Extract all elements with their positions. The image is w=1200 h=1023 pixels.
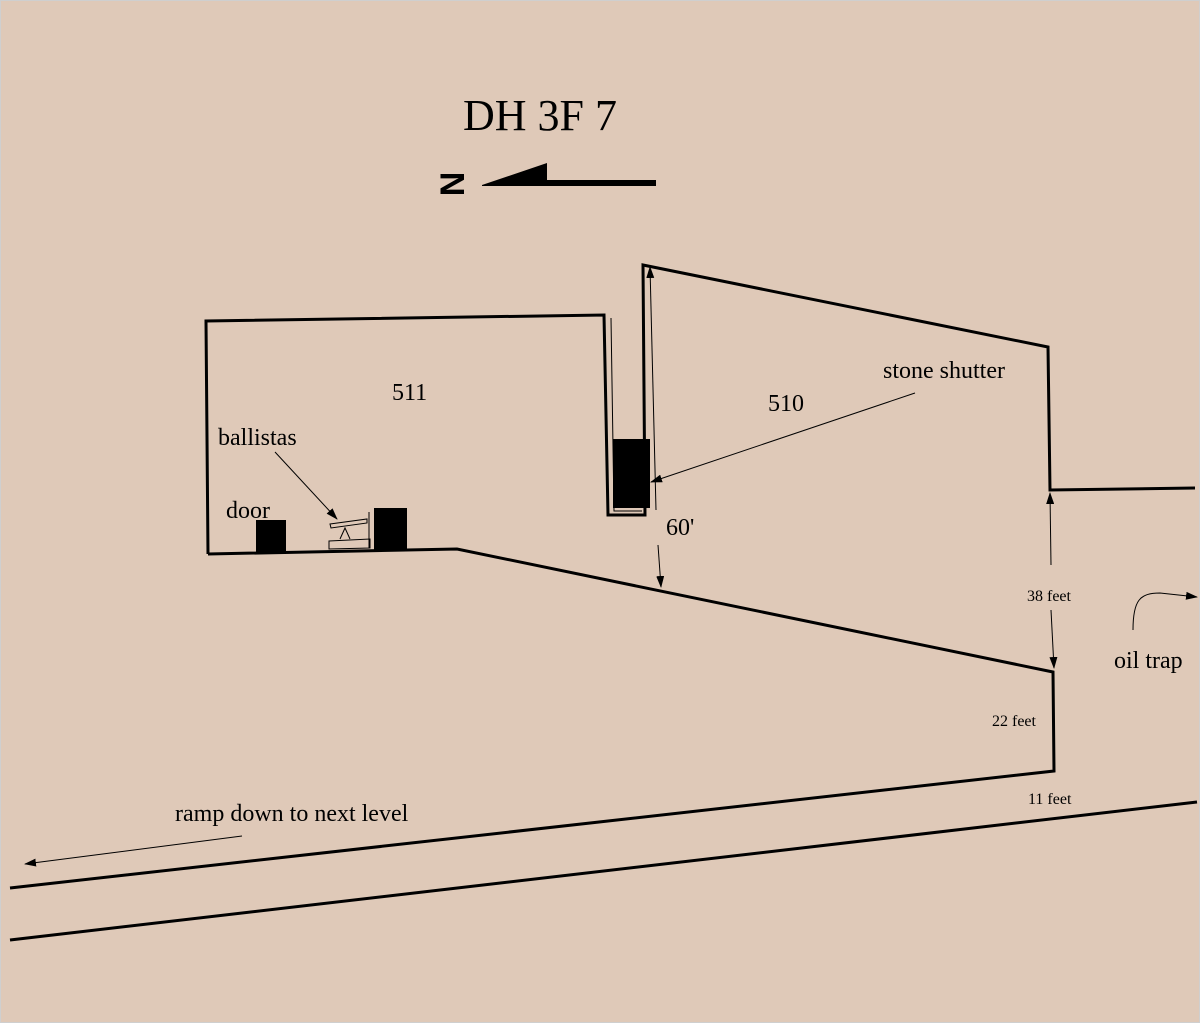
ballistas-label: ballistas <box>218 425 297 451</box>
ballista-icon <box>328 512 371 550</box>
room-511-wall <box>204 263 1196 555</box>
height-60-arrow-down <box>656 544 665 588</box>
stone-shutter-pointer-arrow <box>650 392 916 483</box>
north-arrow-icon: N <box>434 163 656 196</box>
map-title: DH 3F 7 <box>463 91 617 140</box>
feet-38-arrow-down <box>1049 609 1058 669</box>
north-letter: N <box>434 172 472 197</box>
feet-38-label: 38 feet <box>1027 588 1072 605</box>
ramp-label: ramp down to next level <box>175 801 409 827</box>
height-60-label: 60' <box>666 515 694 541</box>
feet-38-arrow-up <box>1046 492 1055 566</box>
shutter-niche-inner <box>610 317 642 512</box>
door-label: door <box>226 498 270 524</box>
height-60-arrow-up <box>646 266 657 511</box>
oil-trap-label: oil trap <box>1114 648 1183 674</box>
oil-trap-arrow <box>1132 591 1198 631</box>
room-511-label: 511 <box>392 380 427 406</box>
ballistas-pointer-arrow <box>274 451 338 520</box>
ramp-direction-arrow <box>24 835 243 867</box>
room-510-label: 510 <box>768 391 804 417</box>
feet-22-label: 22 feet <box>992 713 1037 730</box>
feet-11-label: 11 feet <box>1028 791 1072 808</box>
stone-shutter-label: stone shutter <box>883 358 1005 384</box>
ballista-block <box>374 508 407 551</box>
stone-shutter-block <box>613 439 650 508</box>
ramp-wall <box>9 800 1198 942</box>
door-block <box>256 520 286 554</box>
